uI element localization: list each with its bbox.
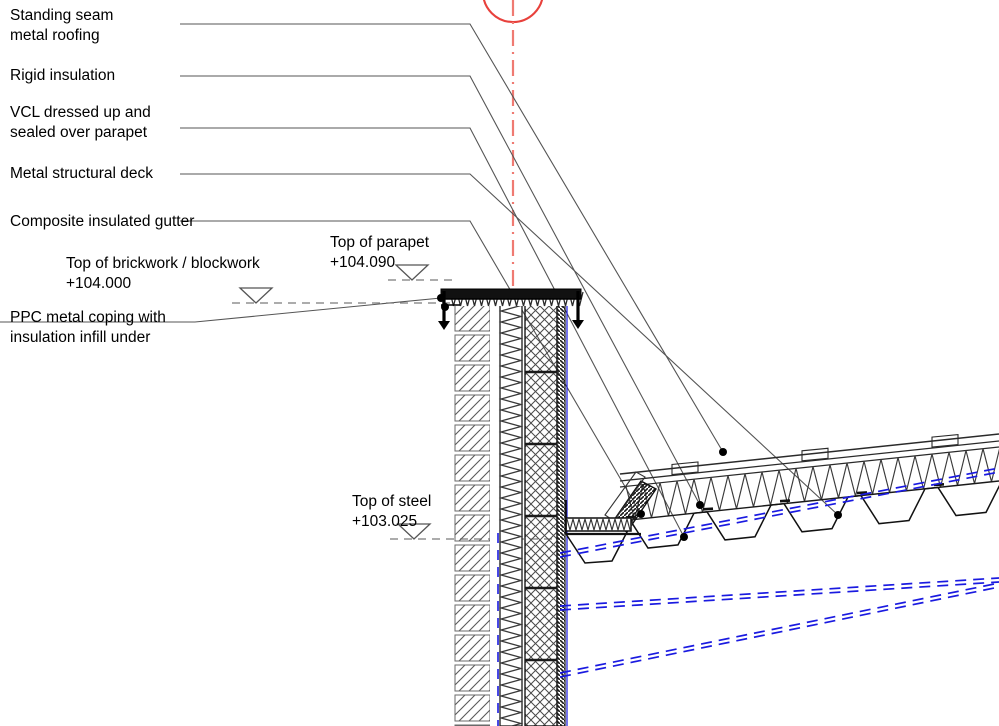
deck-fixing xyxy=(779,499,791,503)
brick-course xyxy=(454,334,491,362)
deck-rib xyxy=(860,488,926,525)
inner-blockwork xyxy=(524,299,558,726)
coping-arrow-outer xyxy=(438,321,450,330)
vcl-roof-a xyxy=(559,467,999,554)
deck-top-flange xyxy=(924,486,939,490)
coping-fixing-node xyxy=(441,303,449,311)
deck-top-flange xyxy=(693,511,708,514)
leader-metal-deck-dot xyxy=(834,511,842,519)
leader-standing-seam xyxy=(180,23,724,453)
brick-course xyxy=(454,694,491,722)
coping-arrow-inner xyxy=(572,320,584,329)
brick-course xyxy=(454,364,491,392)
leader-composite-gutter xyxy=(180,220,642,515)
level-triangle-top-of-brickwork xyxy=(238,287,274,304)
annotation-composite-gutter: Composite insulated gutter xyxy=(10,213,195,230)
brick-course xyxy=(454,574,491,602)
standing-seam-rib xyxy=(671,461,699,476)
leader-vcl xyxy=(180,127,685,538)
coping-cap xyxy=(440,288,582,300)
brick-outer-leaf xyxy=(454,304,491,726)
leader-ppc-coping xyxy=(0,297,442,323)
leader-vcl-dot xyxy=(680,533,688,541)
vcl-mid-b xyxy=(559,581,999,611)
cavity-void xyxy=(490,305,500,726)
leader-rigid-insulation-dot xyxy=(696,501,704,509)
composite-insulated-gutter xyxy=(565,500,641,564)
leader-termination-dots xyxy=(437,294,842,541)
brick-course xyxy=(454,664,491,692)
standing-seam-top-line xyxy=(619,433,999,475)
internal-finish-strip xyxy=(556,295,566,726)
leader-lines-group xyxy=(0,23,839,538)
gutter-deck-trough xyxy=(565,531,628,564)
annotation-rigid-insulation: Rigid insulation xyxy=(10,67,116,84)
roof-buildup-group xyxy=(565,433,999,564)
brick-course xyxy=(454,454,491,482)
vcl-mid-a xyxy=(559,577,999,607)
level-triangle-top-of-parapet xyxy=(394,264,430,281)
brick-course xyxy=(454,304,491,332)
brick-course xyxy=(454,604,491,632)
deck-rib xyxy=(706,504,772,541)
brick-course xyxy=(454,634,491,662)
gutter-insulation xyxy=(566,516,634,533)
standing-seam-base-line xyxy=(619,446,999,488)
brick-course xyxy=(454,514,491,542)
leader-metal-deck xyxy=(180,173,839,516)
leader-composite-gutter-dot xyxy=(637,510,645,518)
vcl-hidden-lines-group xyxy=(497,467,999,726)
brick-course xyxy=(454,424,491,452)
level-triangle-top-of-steel xyxy=(396,523,432,540)
annotation-metal-deck: Metal structural deck xyxy=(10,165,153,182)
standing-seam-under-line xyxy=(619,440,999,482)
annotation-vcl: VCL dressed up and sealed over parapet xyxy=(10,104,151,141)
cavity-insulation xyxy=(498,299,524,726)
brick-course xyxy=(454,394,491,422)
deck-top-flange xyxy=(770,502,785,506)
deck-fixing xyxy=(856,491,868,495)
standing-seam-ribs xyxy=(671,433,959,476)
leader-rigid-insulation xyxy=(180,75,701,506)
deck-fixing xyxy=(702,507,714,511)
brick-course xyxy=(454,544,491,572)
vcl-lower-a xyxy=(559,582,999,674)
leader-standing-seam-dot xyxy=(719,448,727,456)
standing-seam-rib xyxy=(801,447,829,462)
wall-construction-group xyxy=(454,295,568,726)
roof-insulation-zigzag xyxy=(625,448,999,520)
vcl-roof-b xyxy=(559,471,999,558)
deck-rib xyxy=(937,484,999,517)
standing-seam-rib xyxy=(931,433,959,448)
annotation-standing-seam: Standing seam metal roofing xyxy=(10,7,114,44)
leader-ppc-coping-dot xyxy=(437,294,445,302)
vcl-lower-b xyxy=(559,586,999,678)
insulation-zigzag xyxy=(498,299,524,726)
annotation-ppc-coping: PPC metal coping with insulation infill … xyxy=(10,309,166,346)
brick-course xyxy=(454,484,491,512)
